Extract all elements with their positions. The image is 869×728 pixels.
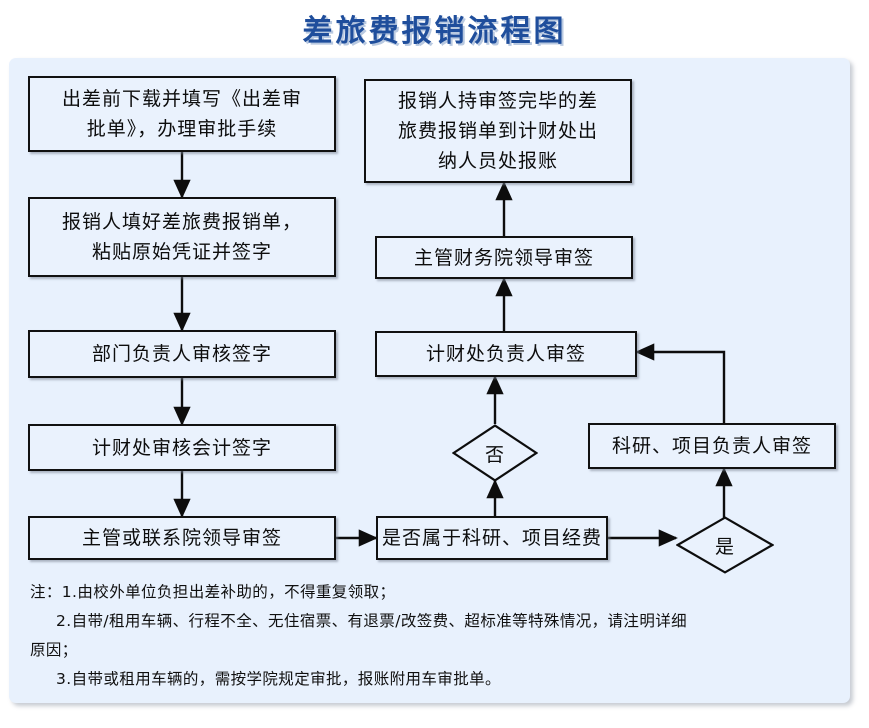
node-finance-accountant-sign[interactable]: 计财处审核会计签字 — [28, 424, 336, 471]
node-is-research-project[interactable]: 是否属于科研、项目经费 — [376, 516, 608, 560]
page-title: 差旅费报销流程图 — [302, 14, 567, 49]
node-apply-form[interactable]: 出差前下载并填写《出差审 批单》，办理审批手续 — [28, 76, 336, 152]
note-line-3: 原因； — [30, 641, 78, 659]
note-line-2: 2.自带/租用车辆、行程不全、无住宿票、有退票/改签费、超标准等特殊情况，请注明… — [56, 612, 688, 630]
node-research-leader-sign[interactable]: 科研、项目负责人审签 — [588, 423, 836, 469]
decision-yes[interactable]: 是 — [676, 516, 774, 574]
node-cashier-reimburse[interactable]: 报销人持审签完毕的差 旅费报销单到计财处出 纳人员处报账 — [364, 79, 632, 183]
notes-block: 注：1.由校外单位负担出差补助的，不得重复领取； 2.自带/租用车辆、行程不全、… — [30, 578, 840, 694]
node-dept-head-sign[interactable]: 部门负责人审核签字 — [28, 330, 336, 378]
node-finance-exec-sign[interactable]: 主管财务院领导审签 — [375, 236, 633, 279]
note-line-1: 注：1.由校外单位负担出差补助的，不得重复领取； — [30, 583, 396, 601]
note-line-4: 3.自带或租用车辆的，需按学院规定审批，报账附用车审批单。 — [56, 670, 501, 688]
node-finance-head-sign[interactable]: 计财处负责人审签 — [375, 331, 637, 377]
node-exec-or-liaison-sign[interactable]: 主管或联系院领导审签 — [28, 516, 336, 560]
decision-no[interactable]: 否 — [452, 424, 538, 482]
node-fill-claim[interactable]: 报销人填好差旅费报销单， 粘贴原始凭证并签字 — [28, 197, 336, 277]
